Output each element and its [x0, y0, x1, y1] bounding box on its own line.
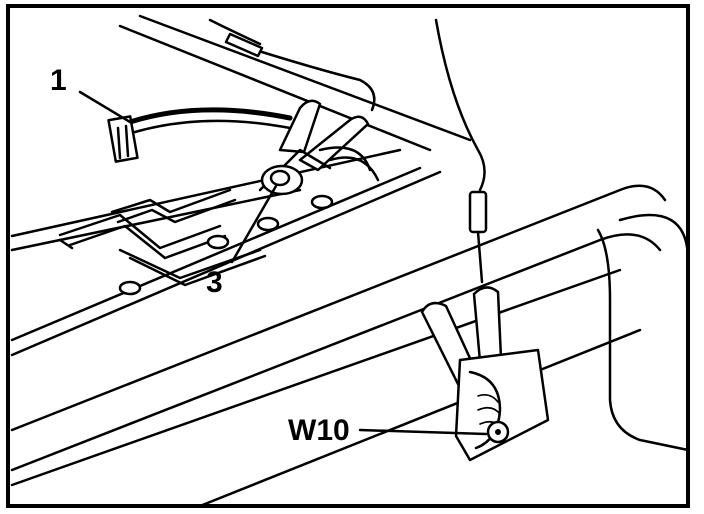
- callout-1: 1: [50, 64, 67, 97]
- callout-w10-leader: [358, 428, 488, 436]
- callout-w10: W10: [288, 414, 350, 447]
- mounting-holes: [118, 194, 334, 296]
- figure-frame: [6, 4, 690, 508]
- lower-panel: [10, 184, 690, 508]
- upper-wire: [208, 18, 376, 112]
- callout-3: 3: [206, 266, 223, 299]
- clamp-3: [258, 99, 380, 196]
- lower-wire: [434, 18, 488, 284]
- connector-1: [107, 107, 293, 163]
- callout-3-leader: [230, 184, 278, 264]
- upper-panel: [10, 14, 472, 357]
- clamp-w10: [420, 286, 550, 462]
- callout-1-leader: [78, 90, 132, 124]
